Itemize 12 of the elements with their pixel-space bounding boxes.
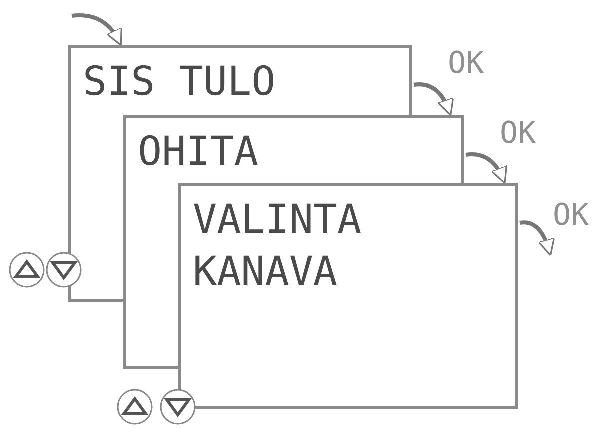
curved-arrow	[520, 220, 555, 256]
screen-text: OHITA	[138, 128, 260, 177]
display-menu	[178, 183, 518, 409]
screen-text: VALINTA	[193, 196, 363, 245]
screen-text: KANAVA	[193, 248, 338, 297]
screen-text: SIS TULO	[83, 58, 277, 107]
curved-arrow	[414, 82, 454, 116]
edge-label: OK	[553, 200, 590, 232]
curved-arrow	[72, 14, 122, 46]
edge-label: OK	[500, 118, 536, 150]
edge-label: OK	[448, 48, 484, 80]
curved-arrow	[466, 152, 507, 184]
